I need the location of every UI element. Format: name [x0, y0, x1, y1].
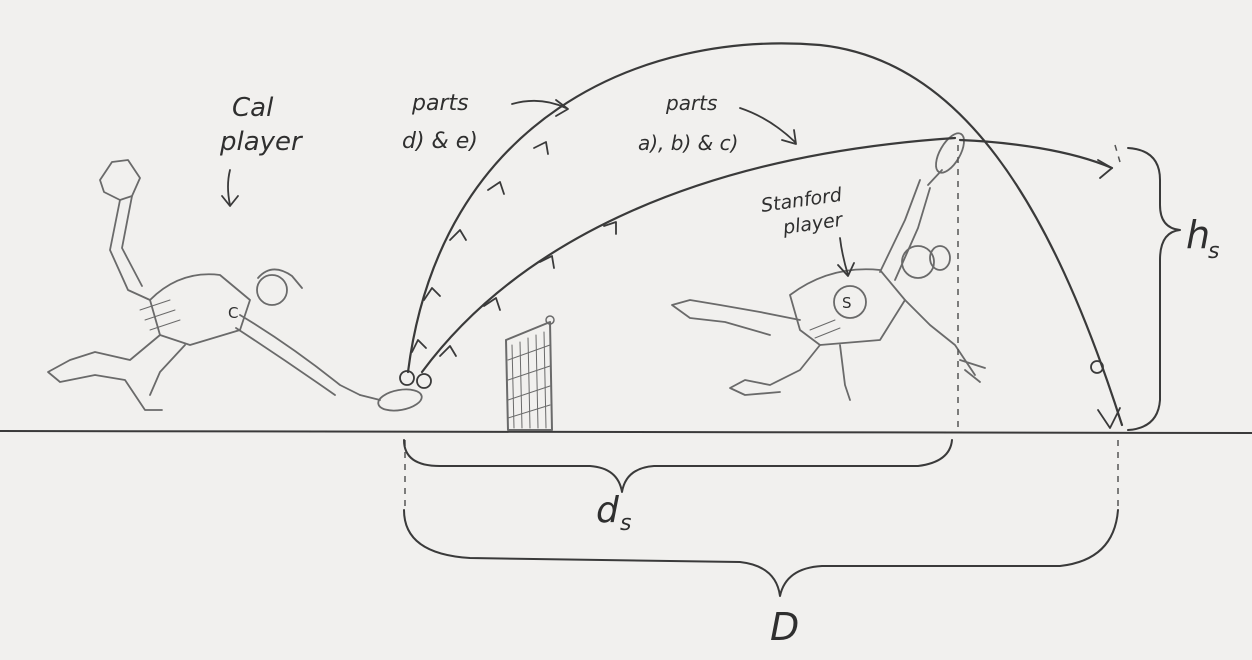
trajectory-low-arc: [420, 136, 957, 374]
ds-label-subscript: s: [620, 511, 631, 536]
ball-start-low: [416, 373, 432, 389]
parts-abc-label: parts a), b) & c): [638, 91, 738, 155]
ds-label-symbol: d: [596, 490, 620, 531]
D-label: D: [770, 605, 799, 649]
parts-de-label-line1: parts: [411, 91, 469, 116]
ds-label: d s: [596, 490, 631, 536]
cal-player-sketch: [47, 159, 423, 412]
tennis-net: [505, 315, 555, 431]
height-label: h s: [1186, 213, 1219, 264]
distance-D-brace: [403, 509, 1119, 597]
stanford-jersey-letter: S: [842, 294, 852, 312]
cal-player-label-line2: player: [219, 127, 304, 157]
height-top-tick: [1114, 144, 1121, 163]
height-label-symbol: h: [1186, 213, 1210, 257]
height-label-subscript: s: [1208, 239, 1219, 264]
label-pointer-arrows: [221, 99, 855, 277]
trajectory-high-arc: [406, 42, 1124, 427]
distance-ds-brace: [403, 439, 953, 493]
trajectory-continuation: [958, 138, 1114, 170]
height-brace: [1127, 147, 1181, 431]
parts-de-label: parts d) & e): [402, 91, 478, 154]
cal-player-label-line1: Cal: [232, 93, 274, 123]
cal-jersey-letter: C: [228, 304, 238, 322]
ball-start-high: [399, 370, 415, 386]
cal-player-label: Cal player: [219, 93, 304, 157]
D-label-symbol: D: [770, 605, 799, 649]
trajectory-direction-arrows: [411, 141, 1121, 429]
stanford-player-sketch: [671, 132, 986, 401]
parts-abc-label-line2: a), b) & c): [638, 131, 738, 155]
ground-line: [0, 430, 1252, 434]
ball-landing: [1090, 360, 1104, 374]
stanford-player-label: Stanford player: [760, 184, 845, 239]
parts-de-label-line2: d) & e): [402, 129, 478, 154]
parts-abc-label-line1: parts: [665, 91, 717, 115]
